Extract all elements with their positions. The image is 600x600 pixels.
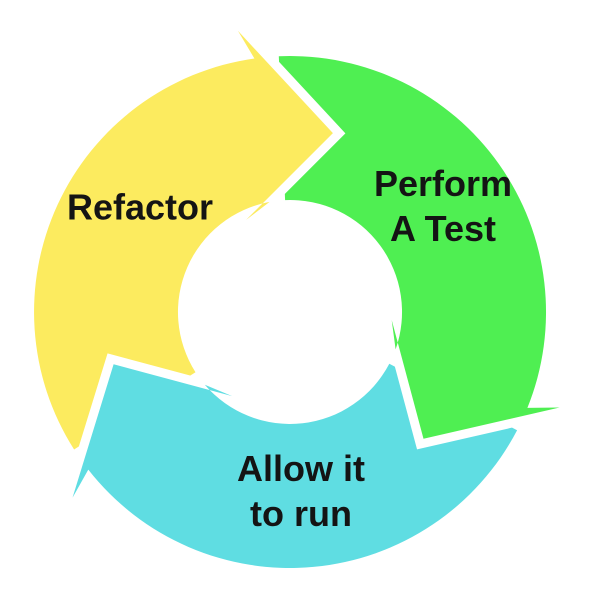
perform-a-test-arrow [269,47,562,450]
allow-it-to-run-label-line1: Allow it [237,448,365,489]
allow-arrow-head-overlay [63,353,248,512]
allow-it-to-run-label: Allow it to run [237,446,365,536]
refactor-arrow [25,24,346,462]
refactor-label: Refactor [67,185,213,230]
perform-a-test-label-line2: A Test [389,208,497,249]
perform-a-test-label-line1: Perform [373,163,513,204]
refactor-label-line1: Refactor [66,186,214,228]
allow-it-to-run-label-line2: to run [250,493,352,534]
perform-a-test-label: Perform A Test [374,161,512,251]
